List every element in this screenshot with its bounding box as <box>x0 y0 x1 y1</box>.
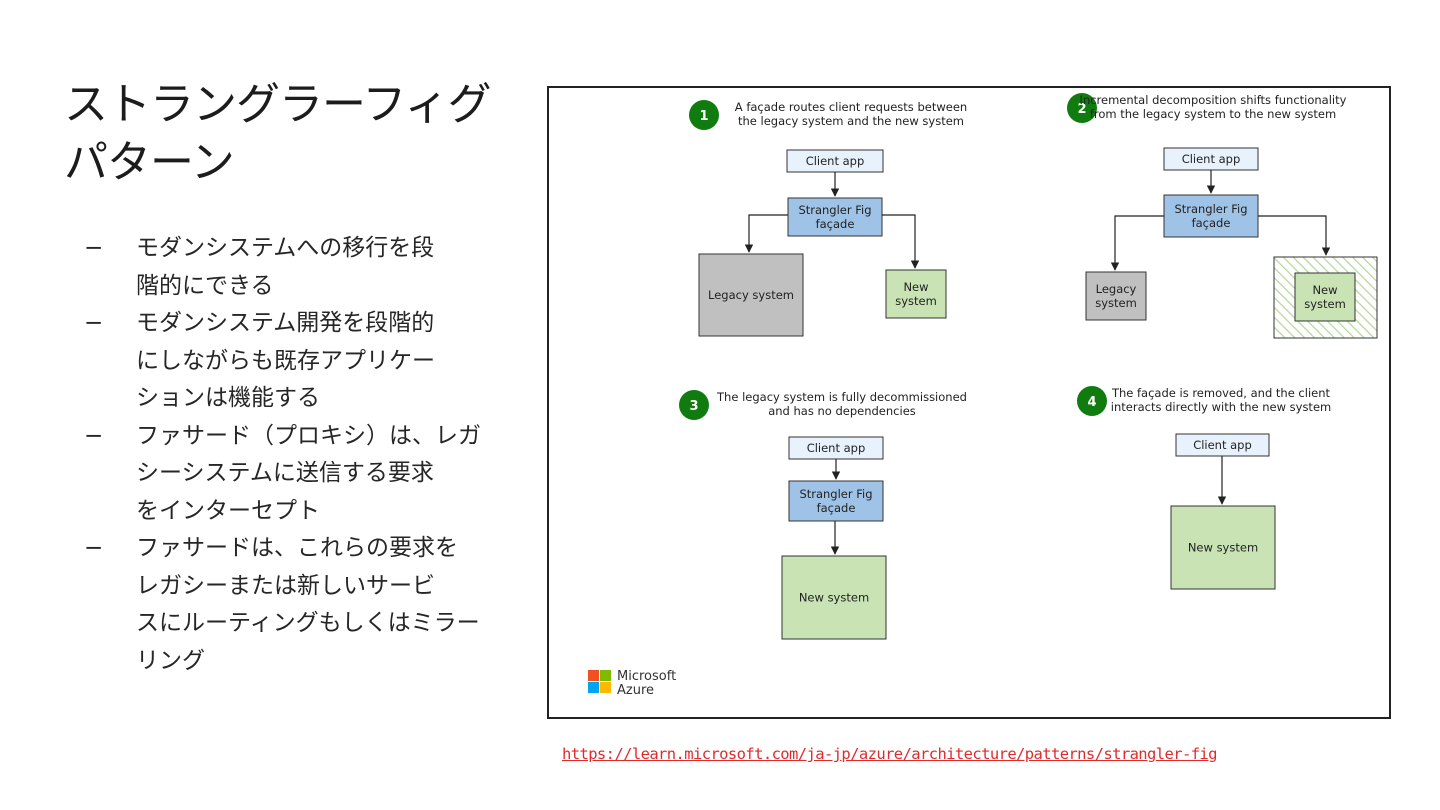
step-1-caption-line: the legacy system and the new system <box>738 114 964 128</box>
step-3-badge <box>679 390 709 420</box>
panel-1-arrow-facade-to-new <box>882 214 920 269</box>
panel-2-legacy-system <box>1085 271 1147 321</box>
diagram-canvas: 1 A façade routes client requests between… <box>588 93 1378 698</box>
logo-square-green <box>600 670 611 681</box>
panel-1-legacy-system-label-line: Legacy system <box>708 288 794 302</box>
bullet-text: 階的にできる <box>136 272 274 299</box>
panel-3-new-system-label: New system <box>799 591 869 605</box>
step-4-caption-line: interacts directly with the new system <box>1111 400 1331 414</box>
step-1-badge <box>689 100 719 130</box>
bullet-text: モダンシステムへの移行を段 <box>136 235 435 261</box>
logo-text-azure: Azure <box>617 683 654 698</box>
slide-title-line-1: ストラングラーフィグ <box>64 79 491 130</box>
bullet-text: リング <box>136 647 205 674</box>
step-3-caption-line: and has no dependencies <box>768 404 916 418</box>
logo-square-yellow <box>600 682 611 693</box>
panel-1-strangler-fig-facade-label-line: façade <box>816 217 855 231</box>
step-2-caption-line: from the legacy system to the new system <box>1090 107 1336 121</box>
panel-1-new-system-label-line: system <box>895 294 937 308</box>
panel-4-client-app-label-line: Client app <box>1193 438 1252 452</box>
panel-2-client-app-label: Client app <box>1182 152 1241 166</box>
bullet-text: をインターセプト <box>136 497 320 524</box>
step-2-number: 2 <box>1077 102 1086 117</box>
panel-2-strangler-fig-facade-label-line: Strangler Fig <box>1174 202 1247 216</box>
panel-2-legacy-system-label-line: Legacy <box>1096 282 1137 296</box>
bullet-text: シーシステムに送信する要求 <box>136 460 434 486</box>
bullet-dash: − <box>84 235 104 261</box>
bullet-text: にしながらも既存アプリケー <box>136 347 435 374</box>
panel-1-legacy-system-label: Legacy system <box>708 288 794 302</box>
panel-2-strangler-fig-facade-label-line: façade <box>1192 216 1231 230</box>
bullet-text: スにルーティングもしくはミラー <box>136 610 480 636</box>
panel-3-strangler-fig-facade-label-line: façade <box>817 501 856 515</box>
panel-1-new-system-label-line: New <box>903 280 928 294</box>
bullet-item: − モダンシステムへの移行を段 階的にできる <box>84 230 504 305</box>
bullet-dash: − <box>84 535 104 561</box>
panel-4-new-system <box>1170 505 1276 590</box>
panel-3-strangler-fig-facade <box>788 480 884 522</box>
panel-1-strangler-fig-facade-label-line: Strangler Fig <box>798 203 871 217</box>
panel-1-legacy-system <box>698 253 804 337</box>
panel-1-new-system <box>885 269 947 319</box>
slide-title-line-2: パターン <box>64 137 235 188</box>
panel-2-arrow-facade-to-legacy <box>1110 215 1164 271</box>
panel-2-client-app-label-line: Client app <box>1182 152 1241 166</box>
bullet-item: − ファサード（プロキシ）は、レガ シーシステムに送信する要求 をインターセプト <box>84 418 504 531</box>
step-1-number: 1 <box>699 109 708 124</box>
step-2-caption: Incremental decomposition shifts functio… <box>1080 93 1347 121</box>
bullet-text: レガシーまたは新しいサービ <box>136 572 435 599</box>
panel-1-strangler-fig-facade <box>787 197 883 237</box>
microsoft-logo-icon <box>588 670 611 693</box>
step-2-caption-line: Incremental decomposition shifts functio… <box>1080 93 1347 107</box>
panel-4-new-system-label-line: New system <box>1188 541 1258 555</box>
bullet-text: ファサードは、これらの要求を <box>136 535 458 561</box>
bullet-item: − モダンシステム開発を段階的 にしながらも既存アプリケー ションは機能する <box>84 305 504 418</box>
panel-3-new-system <box>781 555 887 640</box>
bullet-dash: − <box>84 310 104 336</box>
bullet-list: − モダンシステムへの移行を段 階的にできる − モダンシステム開発を段階的 に… <box>84 230 504 680</box>
step-4-caption-line: The façade is removed, and the client <box>1111 386 1331 400</box>
panel-1-client-app-label-line: Client app <box>806 154 865 168</box>
bullet-item: − ファサードは、これらの要求を レガシーまたは新しいサービ スにルーティングも… <box>84 530 504 680</box>
step-1-caption-line: A façade routes client requests between <box>735 100 967 114</box>
strangler-fig-diagram: 1 A façade routes client requests between… <box>547 86 1391 719</box>
panel-3-strangler-fig-facade-label-line: Strangler Fig <box>799 487 872 501</box>
panel-2-new-system <box>1294 272 1356 322</box>
panel-2-new-system-label-line: system <box>1304 297 1346 311</box>
bullet-text: モダンシステム開発を段階的 <box>136 310 435 336</box>
logo-text-microsoft: Microsoft <box>617 669 676 684</box>
slide-title: ストラングラーフィグ パターン <box>64 76 524 192</box>
panel-2-new-system-label-line: New <box>1312 283 1337 297</box>
step-2-badge <box>1067 93 1097 123</box>
panel-1-client-app-label: Client app <box>806 154 865 168</box>
panel-4-client-app-label: Client app <box>1193 438 1252 452</box>
panel-2-arrow-facade-to-new <box>1258 215 1331 256</box>
panel-3-new-system-label-line: New system <box>799 591 869 605</box>
panel-3-client-app-label: Client app <box>807 441 866 455</box>
step-4-number: 4 <box>1087 395 1096 410</box>
step-3-caption-line: The legacy system is fully decommissione… <box>716 390 967 404</box>
logo-square-red <box>588 670 599 681</box>
logo-square-blue <box>588 682 599 693</box>
step-3-caption: The legacy system is fully decommissione… <box>716 390 967 418</box>
panel-1-arrow-facade-to-legacy <box>744 214 788 253</box>
bullet-dash: − <box>84 422 104 449</box>
step-4-badge <box>1077 386 1107 416</box>
bullet-text: ションは機能する <box>136 385 320 411</box>
panel-2-legacy-system-label-line: system <box>1095 296 1137 310</box>
panel-4-new-system-label: New system <box>1188 541 1258 555</box>
source-link[interactable]: https://learn.microsoft.com/ja-jp/azure/… <box>562 745 1217 763</box>
panel-3-client-app-label-line: Client app <box>807 441 866 455</box>
bullet-text: ファサード（プロキシ）は、レガ <box>136 422 481 449</box>
step-3-number: 3 <box>689 399 698 414</box>
